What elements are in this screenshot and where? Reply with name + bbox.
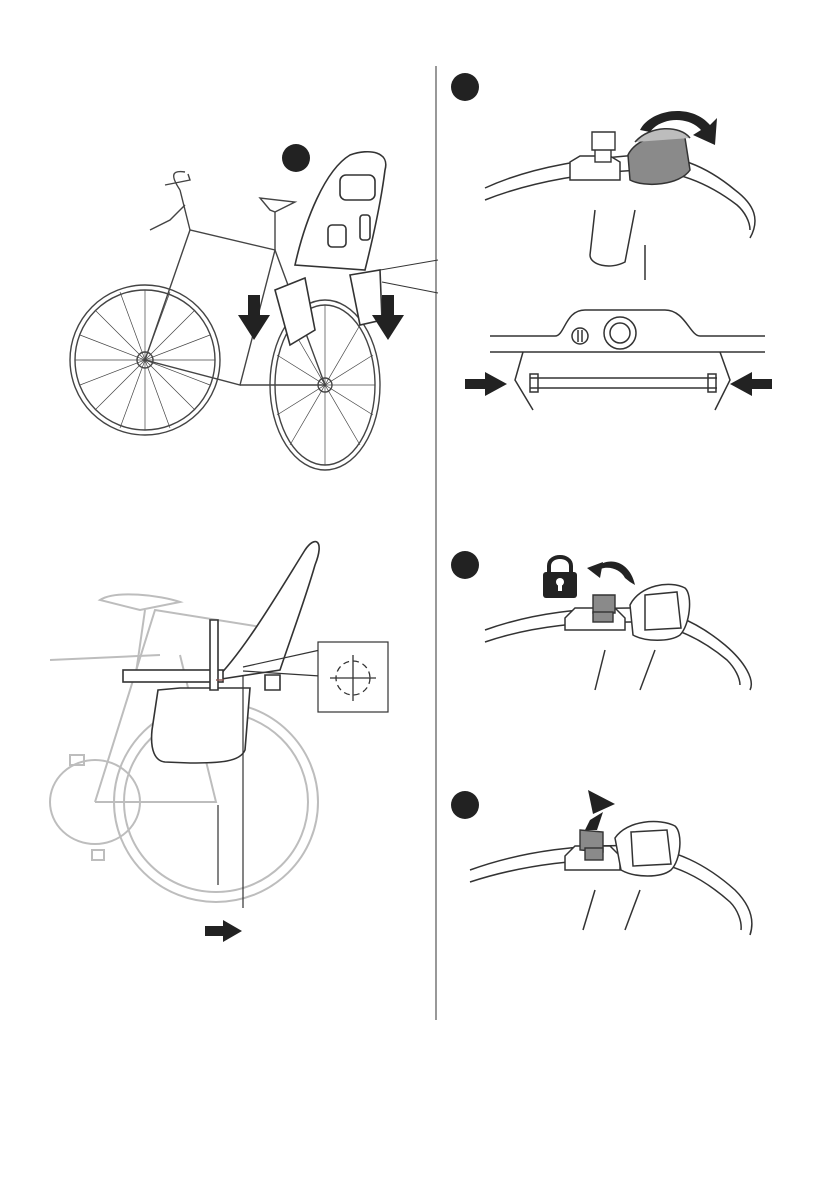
step-lock-key-illustration bbox=[445, 550, 825, 700]
arrow-right-icon bbox=[465, 372, 507, 396]
step-remove-key-illustration bbox=[445, 790, 825, 950]
child-seat bbox=[275, 152, 386, 345]
key-icon bbox=[592, 132, 615, 162]
bullet-icon bbox=[451, 551, 479, 579]
step-rotate-knob-illustration bbox=[445, 70, 825, 300]
step-squeeze-bracket-illustration bbox=[445, 300, 825, 430]
step-mount-seat-illustration bbox=[60, 130, 440, 480]
padlock-icon bbox=[543, 557, 577, 598]
arrow-up-icon bbox=[585, 790, 615, 830]
arrow-left-icon bbox=[730, 372, 772, 396]
key-icon bbox=[593, 595, 615, 622]
knob bbox=[615, 822, 680, 876]
bullet-icon bbox=[451, 73, 479, 101]
knob bbox=[630, 584, 690, 640]
arrow-right-icon bbox=[205, 920, 242, 942]
step-align-bracket-illustration bbox=[40, 530, 435, 950]
knob bbox=[628, 129, 690, 185]
arrow-down-icon bbox=[238, 295, 270, 340]
bullet-icon bbox=[451, 791, 479, 819]
bullet-icon bbox=[282, 144, 310, 172]
